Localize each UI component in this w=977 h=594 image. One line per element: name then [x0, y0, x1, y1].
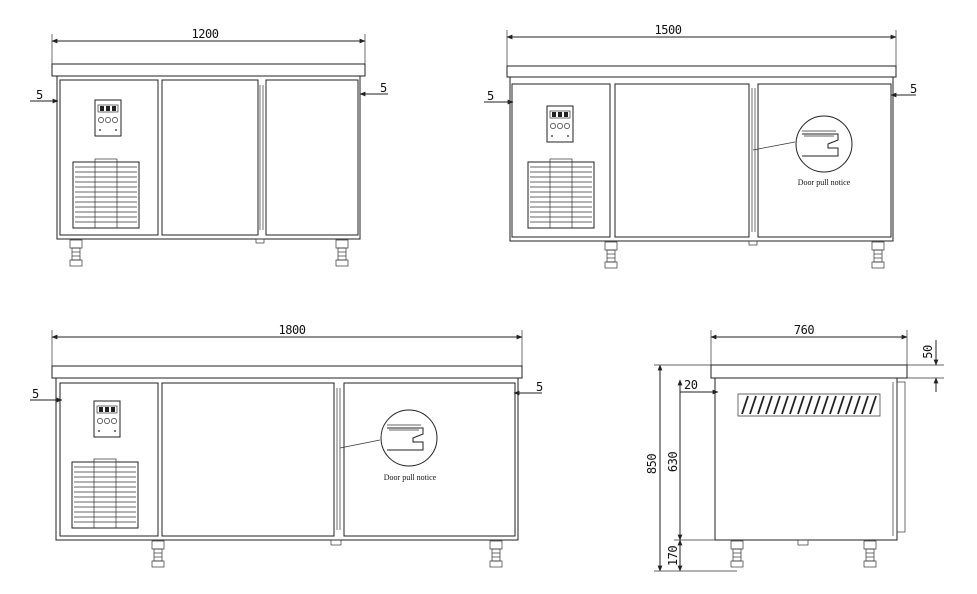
gap-left-label: 5 [36, 88, 43, 102]
door-pull-note: Door pull notice [798, 178, 851, 187]
front-view-1500: 1500 Door pull notice 5 5 [484, 23, 918, 269]
width-label: 1200 [192, 27, 219, 41]
detail-leader [339, 439, 381, 449]
front-view-1200: 1200 5 5 [30, 27, 388, 267]
leg-right [335, 239, 349, 267]
cabinet-body [56, 75, 361, 240]
width-label: 1800 [279, 323, 306, 337]
worktop [506, 65, 897, 78]
leg-left [151, 540, 165, 568]
cabinet-body [55, 377, 519, 541]
gap-right-label: 5 [380, 81, 387, 95]
depth-label: 760 [794, 323, 814, 337]
worktop [51, 365, 523, 379]
compressor-panel [511, 83, 611, 238]
width-label: 1500 [655, 23, 682, 37]
gap-left-label: 5 [32, 387, 39, 401]
leg-rear [863, 540, 877, 568]
worktop [51, 63, 366, 77]
controller-panel [546, 105, 574, 143]
front-view-1800: 1800 Door pull notice 5 5 [30, 323, 544, 568]
body-height-label: 630 [666, 452, 680, 472]
compressor-panel [59, 382, 159, 537]
side-view: 760 50 20 850 630 170 [645, 323, 944, 572]
door-left [614, 83, 750, 238]
side-vent [737, 393, 881, 417]
leg-front [730, 540, 744, 568]
door-pull-detail [795, 115, 853, 173]
compressor-panel [59, 79, 159, 236]
gap-left-label: 5 [487, 89, 494, 103]
vent-offset-label: 20 [684, 378, 698, 392]
cabinet-side [714, 377, 898, 541]
leg-left [69, 239, 83, 267]
leg-right [489, 540, 503, 568]
worktop-side [710, 364, 908, 379]
leg-height-label: 170 [666, 546, 680, 566]
detail-leader [752, 141, 796, 151]
door-right [343, 382, 516, 537]
controller-panel [93, 400, 121, 438]
door-right [265, 79, 359, 236]
vent-grille [527, 158, 595, 229]
controller-panel [94, 99, 122, 137]
door-edge [896, 381, 906, 533]
top-thickness-label: 50 [921, 345, 935, 359]
vent-grille [71, 458, 139, 529]
leg-left [604, 241, 618, 269]
total-height-label: 850 [645, 454, 659, 474]
door-left [161, 79, 259, 236]
door-left [161, 382, 335, 537]
door-pull-detail [380, 409, 438, 467]
leg-right [871, 241, 885, 269]
vent-grille [72, 158, 140, 229]
gap-right-label: 5 [536, 380, 543, 394]
gap-right-label: 5 [910, 82, 917, 96]
cabinet-body [509, 76, 894, 242]
door-right [757, 83, 892, 238]
door-pull-note: Door pull notice [384, 473, 437, 482]
